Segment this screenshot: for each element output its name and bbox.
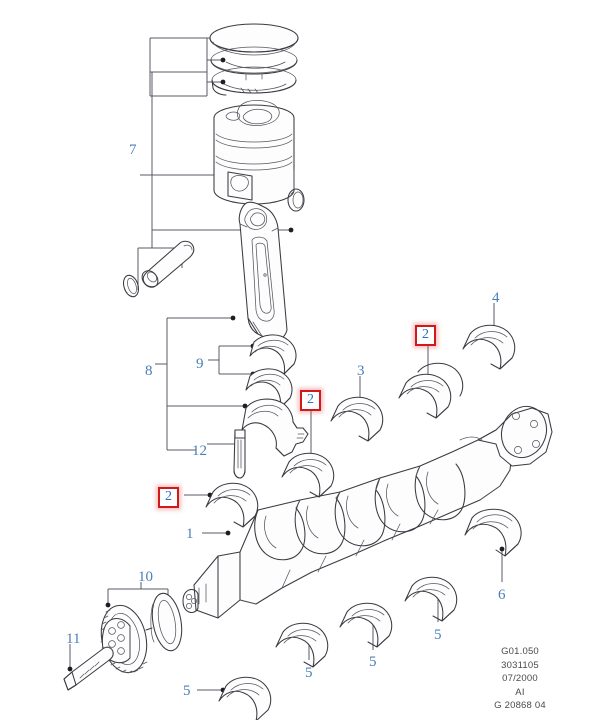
bearing-shell-5-b xyxy=(275,622,329,668)
callout-5-c[interactable]: 5 xyxy=(369,654,377,670)
callout-5-b[interactable]: 5 xyxy=(305,665,313,681)
bearing-shell-5-c xyxy=(339,602,393,648)
callout-6[interactable]: 6 xyxy=(498,587,506,603)
pulley-bolt xyxy=(63,646,114,691)
callout-9[interactable]: 9 xyxy=(196,356,204,372)
callout-2-highlighted-middle[interactable]: 2 xyxy=(300,390,321,411)
bearing-shell-2-upper-right xyxy=(398,373,452,419)
callout-5-d[interactable]: 5 xyxy=(434,627,442,643)
bearing-shell-3 xyxy=(330,396,384,442)
piston-rings-group xyxy=(209,23,299,96)
doc-ref-line-revision: AI xyxy=(515,686,525,698)
bearing-shell-extra xyxy=(417,362,464,397)
bearing-shell-4 xyxy=(462,324,516,370)
callout-4[interactable]: 4 xyxy=(492,290,500,306)
document-reference-block: G01.050 3031105 07/2000 AI G 20868 04 xyxy=(472,645,568,713)
piston-pin-circlip-left xyxy=(123,274,139,298)
connecting-rod xyxy=(238,201,288,341)
callout-10[interactable]: 10 xyxy=(138,569,153,585)
piston-pin-circlip-right xyxy=(287,188,305,212)
bearing-shell-2-left xyxy=(205,482,259,528)
callout-7[interactable]: 7 xyxy=(129,142,137,158)
bearing-shell-5-d xyxy=(404,576,458,622)
con-rod-bolt xyxy=(233,429,246,479)
callout-11[interactable]: 11 xyxy=(66,631,81,647)
crankshaft xyxy=(182,405,553,619)
bearing-shell-6 xyxy=(464,508,522,557)
callout-5-a[interactable]: 5 xyxy=(183,683,191,699)
doc-ref-line-drawing-id: G 20868 04 xyxy=(494,700,546,711)
doc-ref-line-part-number: 3031105 xyxy=(501,659,539,671)
bearing-shell-5-a xyxy=(218,676,272,720)
doc-ref-line-date: 07/2000 xyxy=(502,673,538,684)
piston-pin xyxy=(141,240,195,288)
callout-8[interactable]: 8 xyxy=(145,363,153,379)
callout-2-highlighted-left[interactable]: 2 xyxy=(158,487,179,508)
callout-2-highlighted-upper-right[interactable]: 2 xyxy=(415,325,436,346)
callout-3[interactable]: 3 xyxy=(357,363,365,379)
doc-ref-line-group-code: G01.050 xyxy=(501,646,539,657)
leader-lines xyxy=(67,35,505,693)
piston xyxy=(213,100,295,205)
callout-1[interactable]: 1 xyxy=(186,526,194,542)
con-rod-bearing-cap xyxy=(241,398,309,457)
callout-12[interactable]: 12 xyxy=(192,443,207,459)
bearing-shell-2-middle xyxy=(281,452,335,498)
con-rod-bearing-shell-upper xyxy=(249,334,297,375)
